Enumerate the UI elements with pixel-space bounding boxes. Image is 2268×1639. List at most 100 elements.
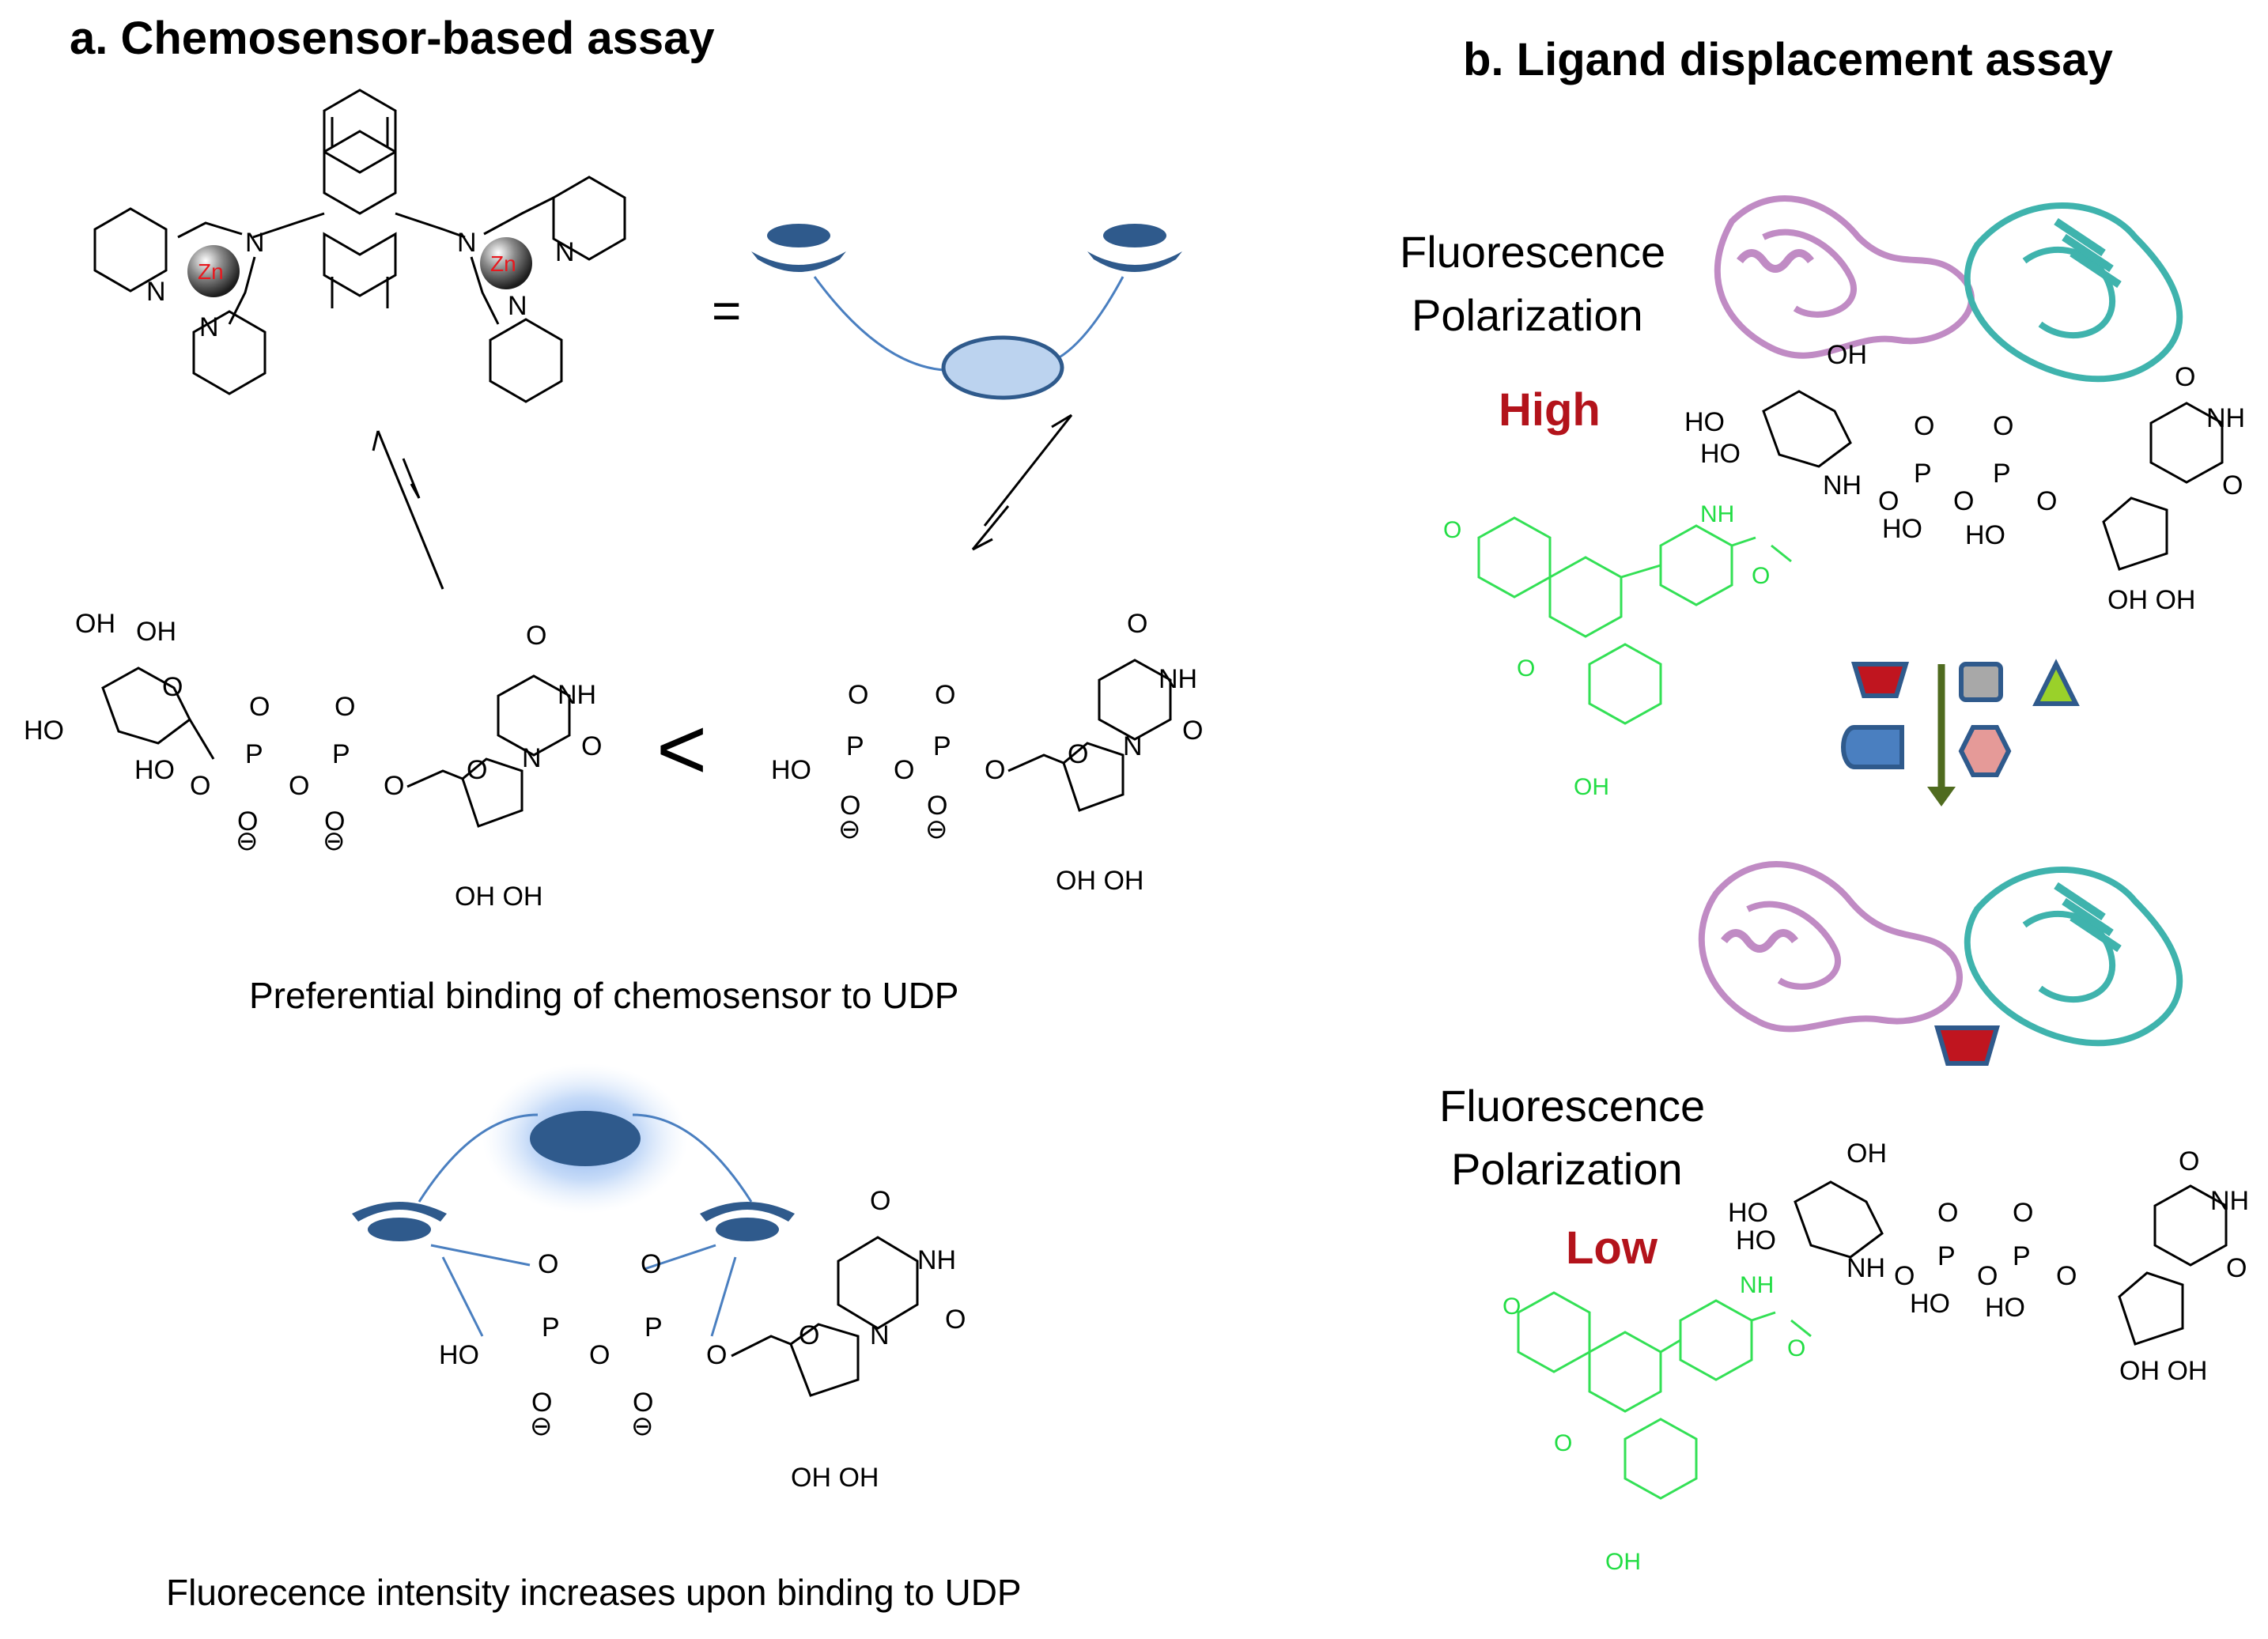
complex-o-link2: O xyxy=(706,1340,727,1370)
fl-oh-bot: OH xyxy=(1605,1549,1641,1575)
fp-label-bottom-line2: Polarization xyxy=(1451,1144,1683,1194)
atom-o-uracil-side: O xyxy=(581,731,602,761)
lig-ho-p1-top: HO xyxy=(1882,514,1922,544)
fluorescent-ligand-top: OH HO HO NH O P O HO O P O HO O OH OH O … xyxy=(1443,340,2245,800)
equals-sign: = xyxy=(712,282,741,339)
lig-o-p1-bot: O xyxy=(1937,1198,1958,1228)
fp-label-bottom-line1: Fluorescence xyxy=(1439,1081,1705,1131)
lig-ohoh-bot: OH OH xyxy=(2119,1356,2207,1386)
atom-p-2: P xyxy=(332,739,350,769)
lig-nh-top: NH xyxy=(1823,470,1862,500)
atom-nh-1: NH xyxy=(558,680,596,710)
fp-label-top-line1: Fluorescence xyxy=(1400,227,1665,277)
lig-ho-p1-bot: HO xyxy=(1910,1289,1950,1319)
atom-o-udp-ribose: O xyxy=(1068,739,1088,769)
lig-p2-bot: P xyxy=(2013,1241,2031,1271)
complex-ho: HO xyxy=(439,1340,479,1370)
atom-oh-1: OH xyxy=(75,609,115,639)
atom-n-1: N xyxy=(522,743,542,773)
protein-ribbon-bottom xyxy=(1698,861,2183,1066)
zn-label-left: Zn xyxy=(198,259,224,284)
fl-o-amide-bot: O xyxy=(1787,1335,1805,1361)
complex-o-uracil-top: O xyxy=(870,1186,890,1216)
inhibitor-library-shapes xyxy=(1841,659,2080,806)
atom-oh-2: OH xyxy=(136,617,176,647)
atom-minus-udp2: ⊖ xyxy=(925,814,948,844)
lig-ho-p2-bot: HO xyxy=(1985,1293,2025,1323)
complex-p1: P xyxy=(542,1312,560,1343)
fl-o-bot: O xyxy=(1503,1293,1521,1320)
atom-o-udp-uracil-side: O xyxy=(1182,716,1203,746)
lig-oh-top: OH xyxy=(1827,340,1867,370)
lig-oh-bot: OH xyxy=(1847,1139,1887,1169)
atom-o-link2: O xyxy=(289,771,309,801)
complex-o-p2-top: O xyxy=(641,1249,661,1279)
lig-o-link-top: O xyxy=(1878,486,1899,516)
atom-o-udp-uracil-top: O xyxy=(1127,609,1147,639)
atom-o-ribose: O xyxy=(467,755,487,785)
sensor-n-right: N xyxy=(457,228,477,258)
complex-ohoh: OH OH xyxy=(791,1463,879,1493)
equilibrium-arrow-left xyxy=(372,430,444,590)
atom-minus-1: ⊖ xyxy=(236,826,259,856)
atom-o-udp2-top: O xyxy=(935,680,955,710)
atom-minus-udp1: ⊖ xyxy=(838,814,861,844)
lig-ho-top1: HO xyxy=(1684,407,1725,437)
complex-minus-1: ⊖ xyxy=(530,1411,553,1441)
level-high: High xyxy=(1499,384,1601,436)
lig-o-link2-bot: O xyxy=(1977,1261,1998,1291)
atom-ho-1: HO xyxy=(24,716,64,746)
zn-ball-right xyxy=(480,237,532,289)
atom-minus-2: ⊖ xyxy=(323,826,346,856)
chemosensor-structure: N N N Zn N N N Zn xyxy=(93,89,626,403)
fl-oh-top: OH xyxy=(1574,774,1609,800)
caption-fluorescence-increase: Fluorecence intensity increases upon bin… xyxy=(166,1572,1022,1613)
fl-o-ring-bot: O xyxy=(1554,1430,1572,1456)
complex-o-uracil-side: O xyxy=(945,1305,966,1335)
atom-o-p1-top: O xyxy=(249,692,270,722)
fp-label-top-line2: Polarization xyxy=(1412,290,1643,340)
panel-b-header: b. Ligand displacement assay xyxy=(1463,34,2113,85)
zn-label-right: Zn xyxy=(490,251,516,276)
sensor-n-right-pyr2: N xyxy=(508,291,527,321)
atom-ho-udp: HO xyxy=(771,755,811,785)
sensor-n-right-pyr1: N xyxy=(555,237,575,267)
complex-o-p2-bot: O xyxy=(633,1388,653,1418)
zn-ball-left xyxy=(187,245,240,297)
complex-o-p1-top: O xyxy=(538,1249,558,1279)
atom-o-ring: O xyxy=(162,672,183,702)
atom-o-udp-link2: O xyxy=(985,755,1005,785)
atom-o-udp1-bot: O xyxy=(840,791,860,821)
level-low: Low xyxy=(1566,1222,1658,1274)
equilibrium-arrow-right xyxy=(971,414,1073,551)
panel-a-header: a. Chemosensor-based assay xyxy=(70,13,715,64)
complex-o-link: O xyxy=(589,1340,610,1370)
protein-ribbon-top xyxy=(1714,195,2183,383)
lig-ho-p2-top: HO xyxy=(1965,520,2005,550)
complex-o-ribose: O xyxy=(799,1320,819,1350)
fl-nh-top: NH xyxy=(1700,501,1734,527)
atom-o-uracil-top: O xyxy=(526,621,546,651)
sensor-n-left-pyr1: N xyxy=(146,277,166,307)
lig-p2-top: P xyxy=(1993,459,2011,489)
atom-o-udp2-bot: O xyxy=(927,791,947,821)
lig-o-link3-top: O xyxy=(2036,486,2057,516)
lig-o-ur-side-top: O xyxy=(2222,470,2243,500)
lig-ho-bot2: HO xyxy=(1736,1225,1776,1256)
fl-o-amide-top: O xyxy=(1752,563,1770,589)
lig-nh-bot: NH xyxy=(1847,1253,1885,1283)
lig-nh-ur-top: NH xyxy=(2206,403,2245,433)
complex-minus-2: ⊖ xyxy=(631,1411,654,1441)
fl-nh-bot: NH xyxy=(1740,1272,1774,1298)
sensor-n-left-pyr2: N xyxy=(199,312,219,342)
atom-ohoh-1: OH OH xyxy=(455,882,542,912)
atom-o-udp1-top: O xyxy=(848,680,868,710)
udp-galactose-structure: OH OH O HO HO O P O O ⊖ O P O O ⊖ O O OH… xyxy=(24,609,602,912)
complex-p2: P xyxy=(644,1312,663,1343)
atom-ho-2: HO xyxy=(134,755,175,785)
lig-o-link-bot: O xyxy=(1894,1261,1915,1291)
lig-p1-top: P xyxy=(1914,459,1932,489)
lig-nh-ur-bot: NH xyxy=(2210,1186,2249,1216)
fl-o-ring-top: O xyxy=(1517,655,1535,682)
